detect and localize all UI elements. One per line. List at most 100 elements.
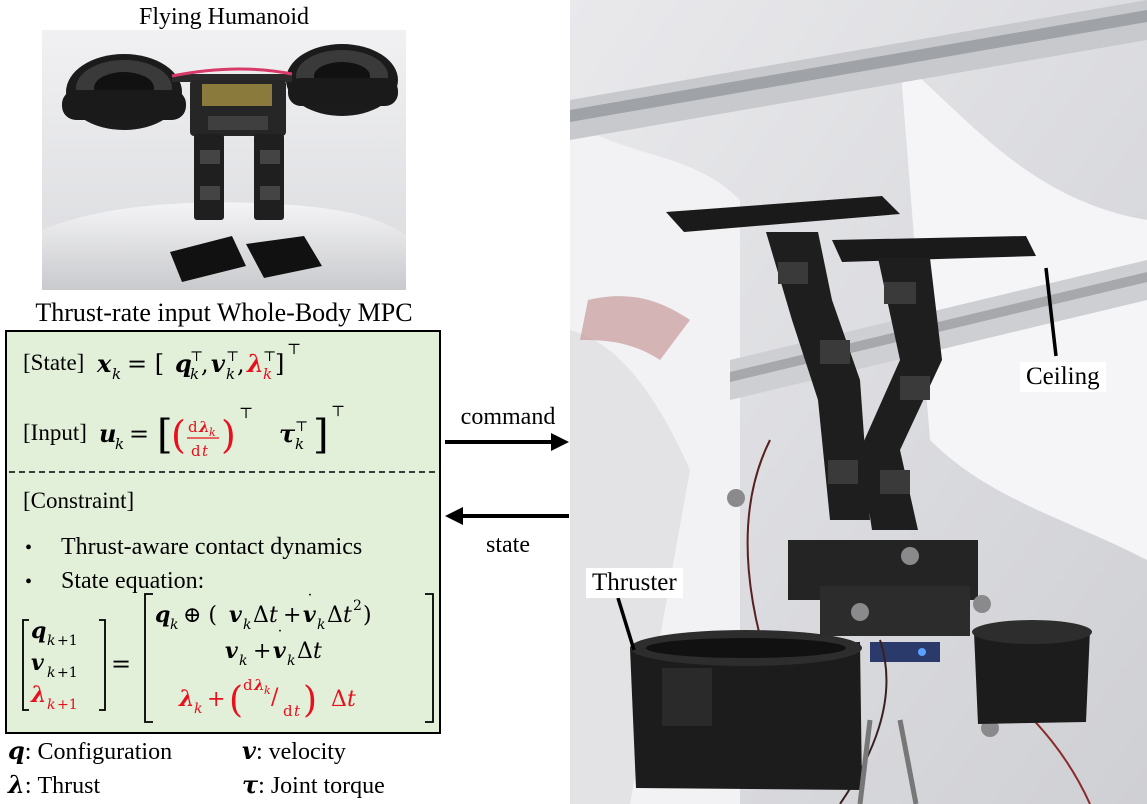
bullet-contact-dynamics: Thrust-aware contact dynamics (61, 534, 362, 560)
svg-text:τ: τ (279, 419, 296, 448)
svg-text:+: + (283, 603, 301, 628)
mpc-formulation-box: [State] x k = [ q ⊤ k , v ⊤ k , λ ⊤ k ] … (5, 330, 441, 734)
svg-text:k: k (194, 701, 202, 717)
svg-text:k: k (170, 617, 178, 633)
bullet-dot: • (25, 537, 32, 559)
svg-text:⊤: ⊤ (239, 404, 253, 422)
svg-text:⊤: ⊤ (263, 349, 276, 365)
svg-text:⊤: ⊤ (295, 419, 308, 435)
svg-text:=: = (111, 650, 131, 678)
svg-text:[: [ (157, 412, 173, 458)
svg-text:q: q (31, 618, 46, 644)
svg-text:t: t (343, 603, 352, 628)
mpc-title: Thrust-rate input Whole-Body MPC (35, 298, 413, 327)
svg-text:⊤: ⊤ (331, 402, 345, 420)
svg-text:λ: λ (198, 418, 210, 436)
svg-text:v: v (31, 650, 44, 676)
svg-text:,: , (237, 350, 245, 378)
input-equation: u k = [ ( d λ k d t ) ⊤ τ ⊤ k ] ⊤ (99, 402, 345, 460)
experiment-photo (570, 0, 1147, 804)
svg-text:Δ: Δ (327, 603, 343, 628)
legend-joint-torque: τ: Joint torque (242, 770, 385, 799)
svg-text:v: v (303, 602, 316, 628)
state-arrow-label: state (486, 532, 530, 558)
svg-text:t: t (313, 639, 322, 664)
svg-text:x: x (96, 349, 112, 378)
svg-text:d: d (191, 442, 201, 460)
svg-text:+1: +1 (57, 697, 78, 713)
svg-text:λ: λ (246, 349, 264, 378)
svg-text:d: d (283, 702, 293, 720)
bullet-state-equation: State equation: (61, 568, 204, 594)
ceiling-label: Ceiling (1020, 362, 1106, 392)
state-equation: x k = [ q ⊤ k , v ⊤ k , λ ⊤ k ] ⊤ (96, 340, 301, 383)
svg-text:2: 2 (353, 598, 362, 614)
svg-text:=: = (129, 420, 149, 448)
input-label: [Input] (23, 420, 87, 445)
svg-text:k: k (295, 435, 304, 453)
thruster-label: Thruster (586, 568, 683, 598)
svg-text:λ: λ (30, 682, 46, 708)
svg-text:⊤: ⊤ (226, 349, 239, 365)
svg-text:Δ: Δ (253, 603, 269, 628)
svg-text:): ) (303, 680, 317, 721)
svg-text:k: k (243, 617, 251, 633)
svg-text:,: , (201, 350, 209, 378)
svg-text:k: k (190, 365, 199, 383)
svg-text:+: + (253, 639, 271, 664)
svg-text:λ: λ (253, 676, 265, 694)
svg-text:k: k (47, 697, 55, 713)
svg-text:q: q (155, 602, 170, 628)
svg-text:k: k (112, 365, 121, 383)
svg-text:t: t (269, 603, 278, 628)
svg-text:⊤: ⊤ (287, 340, 301, 358)
svg-text:v: v (229, 602, 242, 628)
svg-text:v: v (225, 638, 238, 664)
svg-text:⊕ (: ⊕ ( (183, 603, 217, 628)
svg-text:d: d (243, 676, 253, 694)
svg-text:(: ( (171, 413, 186, 457)
bullet-dot: • (25, 571, 32, 593)
svg-text:k: k (264, 684, 271, 697)
svg-text:+1: +1 (57, 665, 78, 681)
legend-configuration: q: Configuration (8, 736, 173, 765)
svg-text:+: + (207, 687, 225, 712)
svg-text:t: t (294, 702, 301, 720)
legend-thrust: λ: Thrust (8, 770, 101, 799)
svg-text:(: ( (229, 680, 243, 721)
svg-text:]: ] (275, 350, 284, 378)
svg-text:d: d (188, 418, 198, 436)
command-arrow (445, 433, 569, 451)
state-label: [State] (23, 350, 84, 375)
svg-text:]: ] (313, 412, 329, 458)
svg-text:= [: = [ (127, 350, 164, 378)
svg-text:/: / (271, 685, 279, 710)
svg-text:˙: ˙ (276, 627, 284, 646)
legend-velocity: v: velocity (242, 736, 346, 765)
svg-text:k: k (209, 426, 216, 439)
svg-text:k: k (47, 665, 55, 681)
svg-text:k: k (287, 653, 295, 669)
svg-text:k: k (263, 365, 272, 383)
svg-text:v: v (273, 638, 286, 664)
svg-text:Δ: Δ (331, 687, 347, 712)
svg-text:k: k (239, 653, 247, 669)
svg-text:): ) (221, 413, 236, 457)
svg-text:): ) (363, 603, 372, 628)
svg-text:⊤: ⊤ (190, 349, 203, 365)
svg-text:k: k (317, 617, 325, 633)
command-arrow-label: command (460, 404, 556, 430)
state-arrow (445, 507, 569, 525)
svg-text:v: v (211, 349, 226, 378)
flying-humanoid-photo (42, 30, 406, 290)
svg-text:λ: λ (178, 686, 194, 712)
svg-text:+1: +1 (57, 633, 78, 649)
svg-text:k: k (115, 435, 124, 453)
svg-text:q: q (175, 349, 192, 378)
svg-text:t: t (347, 687, 356, 712)
svg-text:u: u (99, 419, 116, 448)
svg-text:Δ: Δ (297, 639, 313, 664)
svg-text:˙: ˙ (306, 591, 314, 610)
constraint-label: [Constraint] (23, 488, 134, 513)
